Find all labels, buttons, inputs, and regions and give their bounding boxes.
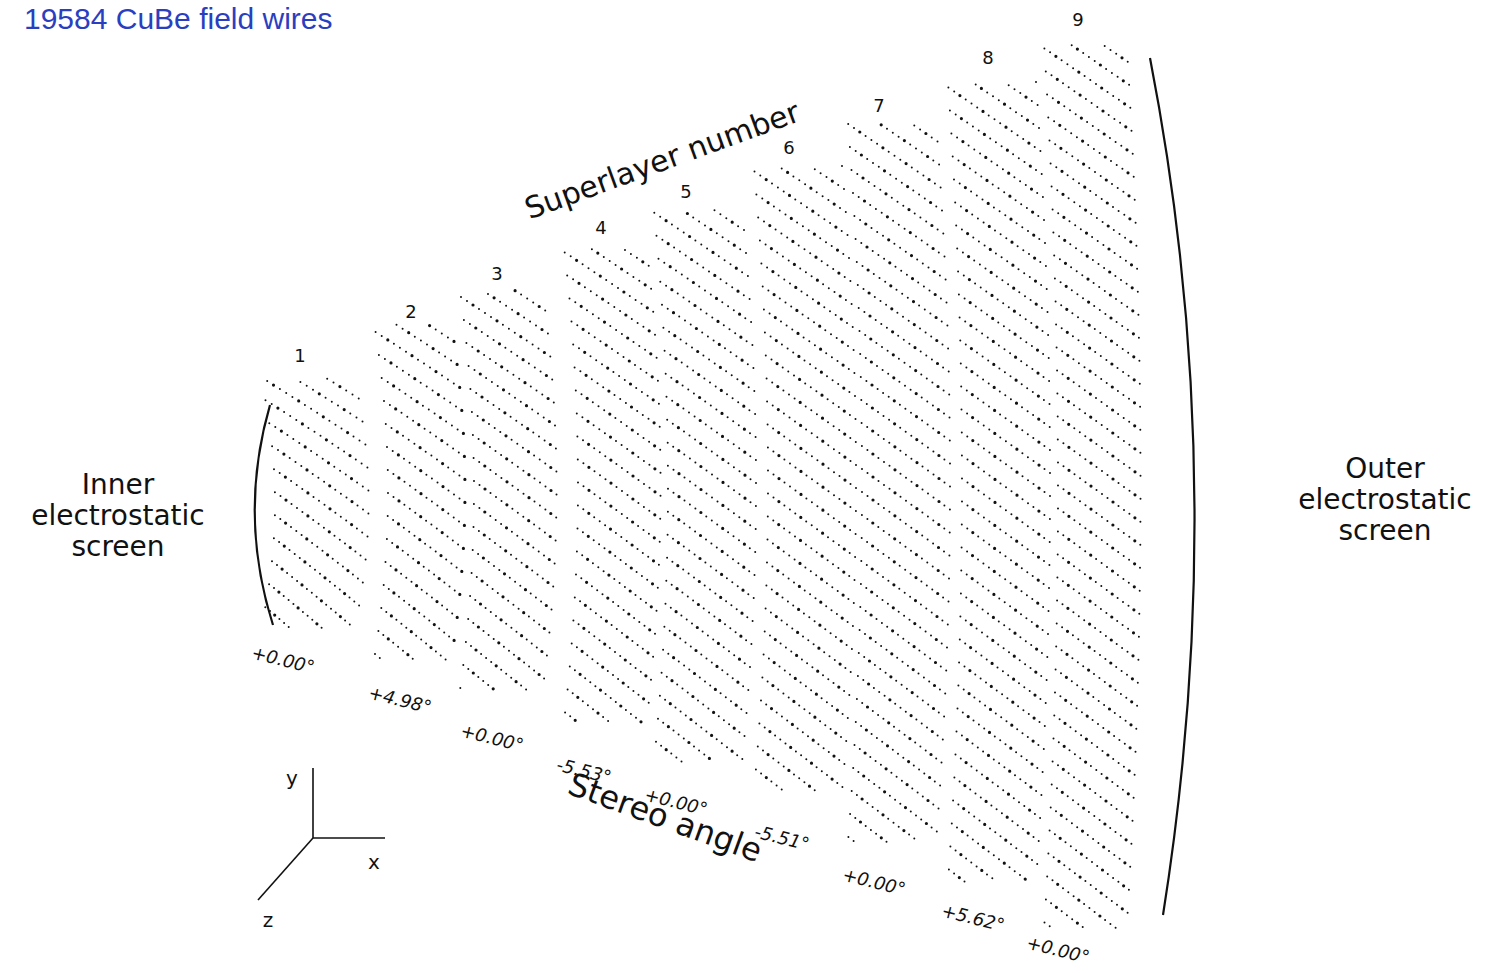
stereo-angle: +0.00°	[1024, 933, 1091, 968]
axis-label: y	[286, 767, 298, 789]
stereo-angle: +0.00°	[458, 721, 525, 756]
axis-title: Stereo angle	[564, 767, 767, 870]
superlayer-number: 1	[294, 346, 305, 366]
stereo-angle: +4.98°	[366, 683, 433, 718]
stereo-angle: +0.00°	[840, 865, 907, 900]
axis-label: z	[263, 909, 274, 931]
screen-label: Outer electrostatic screen	[1298, 454, 1472, 546]
stereo-angle: +5.62°	[939, 901, 1006, 936]
axis-title: Superlayer number	[520, 95, 804, 225]
figure-title: 19584 CuBe field wires	[24, 2, 333, 36]
outer-screen	[1150, 58, 1195, 915]
axis-label: x	[368, 851, 380, 873]
superlayer-number: 3	[491, 264, 502, 284]
superlayer-number: 2	[405, 302, 416, 322]
screen-label: Inner electrostatic screen	[31, 470, 205, 562]
superlayer-number: 7	[873, 96, 884, 116]
superlayer-number: 4	[595, 218, 606, 238]
wire-dots	[264, 44, 1141, 929]
superlayer-number: 9	[1072, 10, 1083, 30]
superlayer-number: 5	[680, 182, 691, 202]
inner-screen	[255, 405, 273, 625]
axes	[258, 768, 385, 900]
superlayer-number: 8	[982, 48, 993, 68]
stereo-angle: +0.00°	[249, 643, 316, 678]
superlayer-number: 6	[783, 138, 794, 158]
